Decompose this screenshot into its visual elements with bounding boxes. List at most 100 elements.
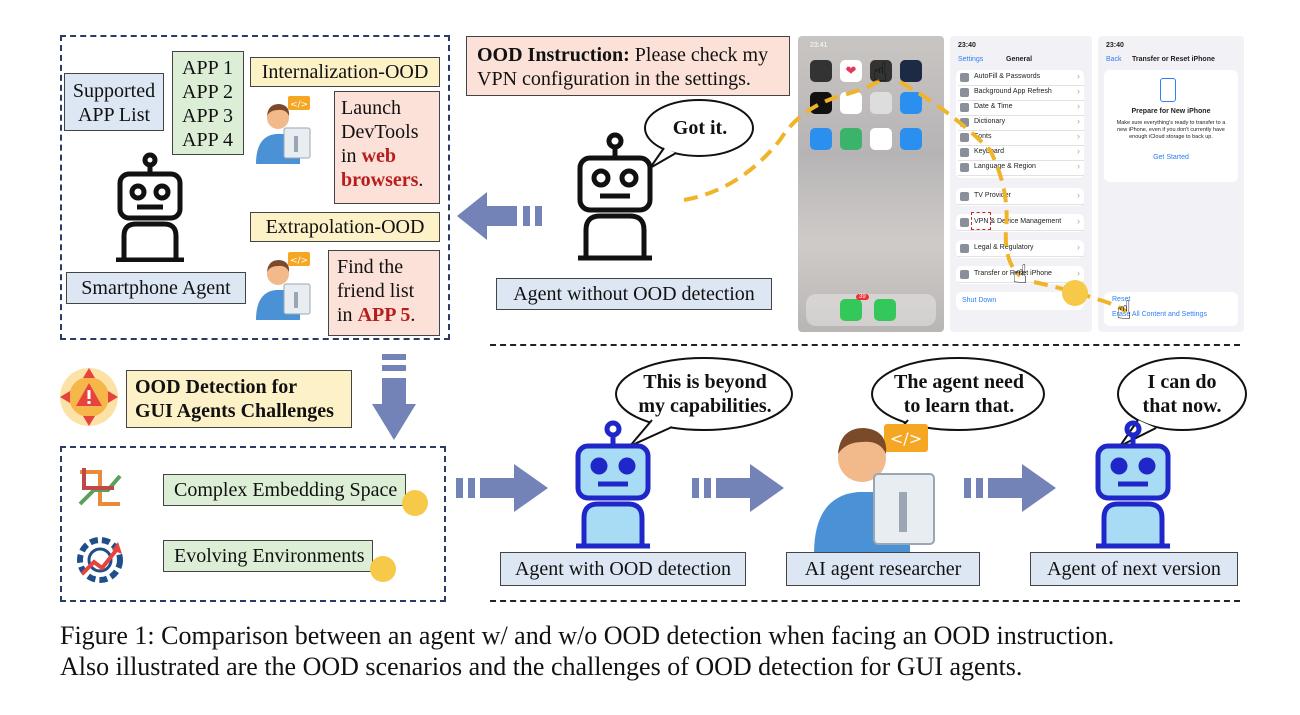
internalization-ood-text: Internalization-OOD	[261, 61, 429, 83]
erase-link[interactable]: Erase All Content and Settings	[1112, 311, 1207, 318]
evolving-environments-text: Evolving Environments	[174, 545, 365, 567]
settings-row-dictionary[interactable]: Dictionary›	[958, 115, 1084, 131]
settings-row-background-refresh[interactable]: Background App Refresh›	[958, 85, 1084, 101]
ai-researcher-text: AI agent researcher	[804, 558, 962, 580]
app-icon-messages[interactable]	[874, 299, 896, 321]
general-list-6	[956, 292, 1084, 310]
tap-hand-icon-2: ☝	[1012, 260, 1028, 290]
extrapolation-task-line3: in	[337, 304, 358, 326]
challenges-title-box: OOD Detection for GUI Agents Challenges	[126, 370, 352, 428]
caption-line1: Figure 1: Comparison between an agent w/…	[60, 621, 1115, 650]
transfer-back-link[interactable]: Back	[1106, 56, 1122, 63]
general-settings-screen: 23:40 Settings General AutoFill & Passwo…	[950, 36, 1092, 332]
transfer-reset-screen: 23:40 Back Transfer or Reset iPhone Prep…	[1098, 36, 1244, 332]
app-icon-files[interactable]	[900, 92, 922, 114]
got-it-speech-bubble	[644, 99, 754, 169]
reset-card	[1104, 292, 1238, 326]
crying-face-icon-2	[402, 490, 428, 516]
left-arrow	[457, 192, 542, 240]
general-time: 23:40	[958, 42, 976, 49]
crying-face-icon-3	[370, 556, 396, 582]
agent-without-ood-text: Agent without OOD detection	[513, 283, 755, 305]
internalization-task-line2: DevTools	[341, 121, 419, 143]
app-list-box: APP 1 APP 2 APP 3 APP 4	[172, 51, 244, 155]
settings-row-transfer[interactable]: Transfer or Reset iPhone›	[958, 267, 1084, 283]
app-icon-mail[interactable]	[810, 128, 832, 150]
app-icon-photos-edit[interactable]	[900, 60, 922, 82]
researcher-speech-line2: to learn that.	[903, 395, 1015, 417]
settings-row-autofill[interactable]: AutoFill & Passwords›	[958, 70, 1084, 86]
beyond-capabilities-bubble	[615, 357, 793, 447]
beyond-capabilities-text: This is beyond my capabilities.	[622, 370, 788, 418]
app-icon-photos[interactable]	[870, 128, 892, 150]
crying-face-icon	[1062, 280, 1088, 306]
researcher-icon-2: </>	[256, 252, 311, 320]
ood-scenarios-panel	[60, 35, 450, 340]
ai-researcher-icon: </>	[814, 424, 935, 554]
app-item-1: APP 1	[182, 57, 233, 79]
smartphone-agent-text: Smartphone Agent	[81, 277, 231, 299]
next-version-speech-line2: that now.	[1142, 395, 1222, 417]
next-version-label: Agent of next version	[1030, 552, 1238, 586]
ood-instruction-line1: Please check my	[629, 44, 769, 66]
researcher-speech-text: The agent need to learn that.	[876, 370, 1042, 418]
challenges-title-line2: GUI Agents Challenges	[135, 400, 334, 422]
ai-researcher-label: AI agent researcher	[786, 552, 980, 586]
extrapolation-task-box: Find the friend list in APP 5.	[328, 250, 440, 336]
reset-link[interactable]: Reset	[1112, 296, 1131, 303]
tap-hand-icon: ☝	[872, 58, 888, 88]
transfer-title: Transfer or Reset iPhone	[1132, 56, 1215, 63]
agent-with-ood-label: Agent with OOD detection	[500, 552, 746, 586]
internalization-task-web: web	[361, 145, 397, 167]
extrapolation-task-line1: Find the	[337, 256, 404, 278]
app-icon-health[interactable]: ❤	[840, 60, 862, 82]
app-icon-screen[interactable]	[870, 60, 892, 82]
app-icon-maps[interactable]	[840, 128, 862, 150]
app-icon-safari[interactable]	[900, 128, 922, 150]
app-icon-camera[interactable]	[870, 92, 892, 114]
settings-row-language[interactable]: Language & Region›	[958, 160, 1084, 176]
general-list-4	[956, 240, 1084, 258]
complex-embedding-icon	[78, 468, 122, 506]
warning-icon	[60, 368, 118, 426]
app-item-4: APP 4	[182, 129, 233, 151]
ood-instruction-box: OOD Instruction: Please check my VPN con…	[466, 36, 790, 96]
settings-row-legal[interactable]: Legal & Regulatory›	[958, 241, 1084, 257]
internalization-task-line1: Launch	[341, 97, 401, 119]
general-list-3	[956, 214, 1084, 232]
svg-text:</>: </>	[290, 100, 308, 110]
supported-app-list-text: Supported APP List	[72, 80, 156, 126]
get-started-link[interactable]: Get Started	[1153, 154, 1189, 161]
transfer-time: 23:40	[1106, 42, 1124, 49]
next-version-speech-text: I can do that now.	[1120, 370, 1244, 418]
prepare-card	[1104, 70, 1238, 182]
app-icon-notes[interactable]	[840, 92, 862, 114]
settings-row-fonts[interactable]: Fonts›	[958, 130, 1084, 146]
beyond-capabilities-line2: my capabilities.	[638, 395, 772, 417]
prepare-card-title: Prepare for New iPhone	[1131, 108, 1211, 115]
general-list-2	[956, 188, 1084, 206]
evolving-environments-label: Evolving Environments	[163, 540, 373, 572]
challenges-panel	[60, 446, 446, 602]
settings-row-shutdown[interactable]: Shut Down	[962, 297, 997, 304]
general-title: General	[1006, 56, 1033, 63]
settings-row-vpn[interactable]: VPN & Device Management›	[958, 215, 1084, 231]
beyond-capabilities-line1: This is beyond	[643, 371, 767, 393]
extrapolation-task-end: .	[410, 304, 416, 326]
agent-without-robot-icon	[577, 132, 653, 261]
settings-back-link[interactable]: Settings	[958, 56, 984, 63]
app-icon-phone[interactable]	[840, 299, 862, 321]
svg-text:</>: </>	[290, 256, 308, 266]
app-item-2: APP 2	[182, 81, 233, 103]
tap-hand-icon-3: ☝	[1116, 296, 1132, 326]
settings-row-tv-provider[interactable]: TV Provider›	[958, 189, 1084, 205]
settings-row-date-time[interactable]: Date & Time›	[958, 100, 1084, 116]
internalization-ood-label: Internalization-OOD	[250, 57, 440, 87]
home-screen: 23:41 ❤ 39	[798, 36, 944, 332]
divider-top	[490, 344, 1240, 346]
svg-text:</>: </>	[890, 429, 922, 448]
next-version-text: Agent of next version	[1047, 558, 1221, 580]
home-time: 23:41	[810, 42, 828, 49]
app-icon-calculator[interactable]	[810, 60, 832, 82]
researcher-icon: </>	[256, 96, 311, 164]
